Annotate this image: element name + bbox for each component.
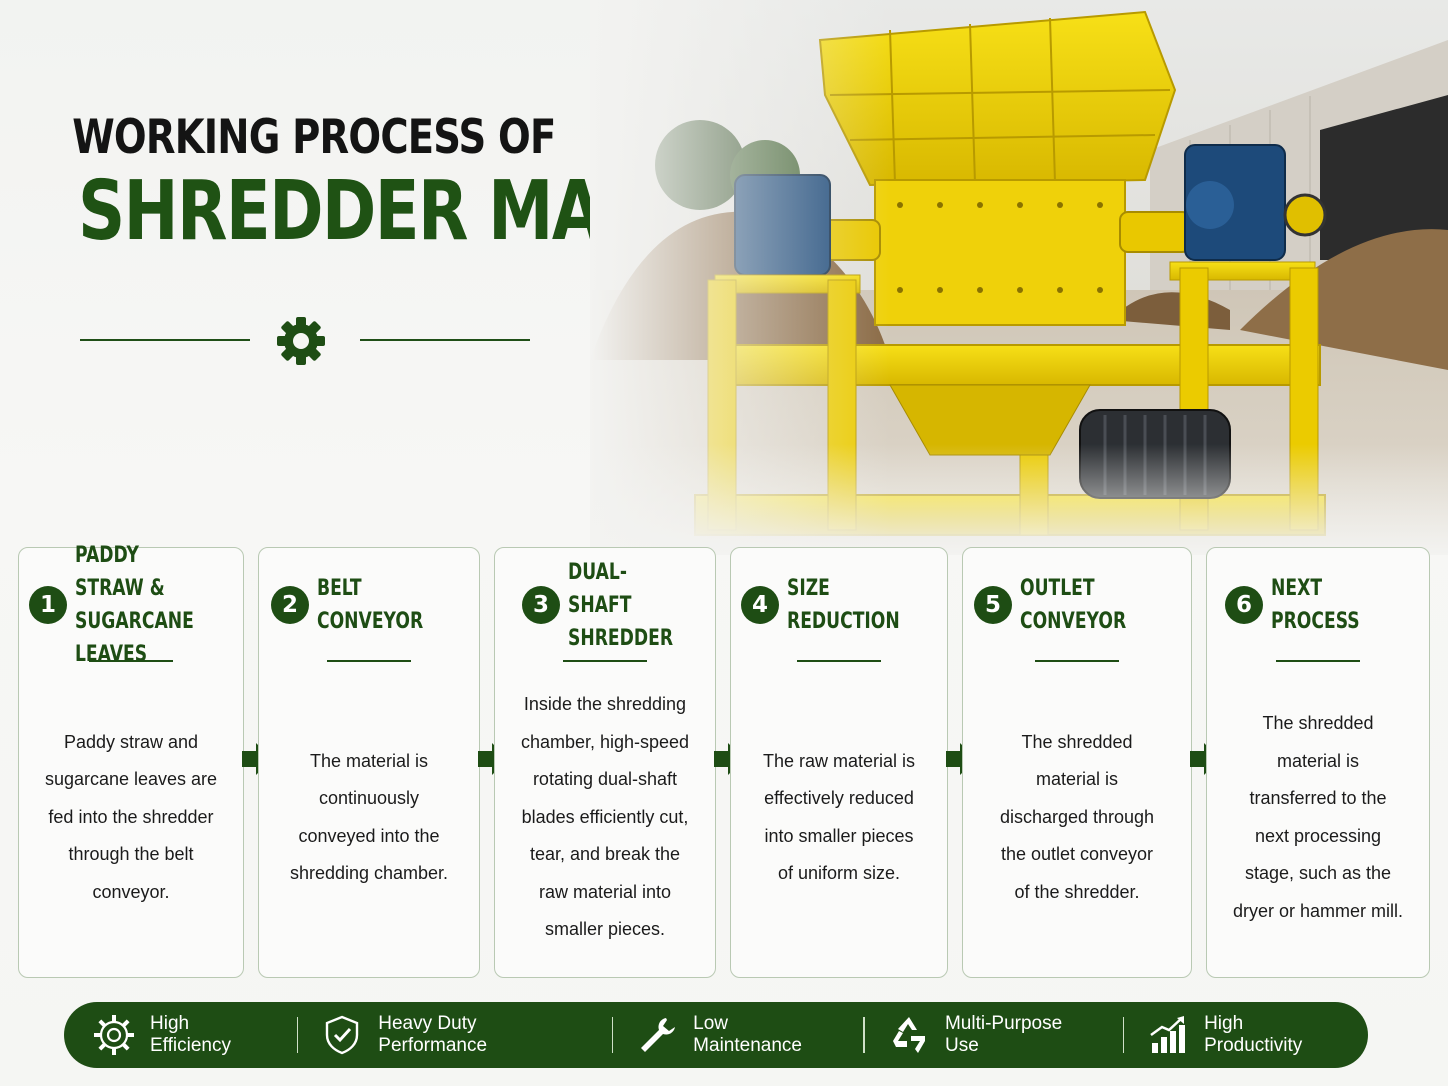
step-number-badge: 3 bbox=[522, 586, 560, 624]
feature-low-maintenance: Low Maintenance bbox=[613, 1002, 863, 1068]
step-number-badge: 1 bbox=[29, 586, 67, 624]
shredder-machine-illustration bbox=[590, 0, 1448, 555]
step-title: BELT CONVEYOR bbox=[317, 576, 424, 634]
feature-multi-purpose-use: Multi-Purpose Use bbox=[865, 1002, 1123, 1068]
step-divider bbox=[1035, 660, 1119, 662]
bar-chart-up-icon bbox=[1150, 1016, 1186, 1053]
feature-label: Multi-Purpose Use bbox=[944, 1013, 1063, 1056]
step-title: DUAL-SHAFT SHREDDER bbox=[568, 559, 674, 651]
title-block: WORKING PROCESS OF SHREDDER MACHINE bbox=[20, 110, 822, 259]
feature-separator bbox=[296, 1017, 299, 1053]
page-title-line1: WORKING PROCESS OF bbox=[72, 110, 556, 165]
step-header: 2 BELT CONVEYOR bbox=[259, 570, 479, 640]
step-description: The material is continuously conveyed in… bbox=[289, 750, 449, 884]
feature-label: Low Maintenance bbox=[693, 1013, 802, 1056]
recycle-icon bbox=[892, 1017, 925, 1053]
feature-high-efficiency: High Efficiency bbox=[64, 1002, 297, 1068]
step-header: 3 DUAL-SHAFT SHREDDER bbox=[495, 560, 715, 651]
step-card-2: 2 BELT CONVEYOR The material is continuo… bbox=[258, 547, 480, 978]
feature-heavy-duty-performance: Heavy Duty Performance bbox=[298, 1002, 611, 1068]
gear-icon bbox=[277, 317, 325, 365]
feature-separator bbox=[1122, 1017, 1125, 1053]
step-header: 1 PADDY STRAW & SUGARCANE LEAVES bbox=[19, 543, 243, 667]
step-divider bbox=[1276, 660, 1360, 662]
step-card-3: 3 DUAL-SHAFT SHREDDER Inside the shreddi… bbox=[494, 547, 716, 978]
step-description: Inside the shredding chamber, high-speed… bbox=[520, 694, 690, 940]
step-description: The shredded material is transferred to … bbox=[1232, 713, 1404, 921]
step-description: Paddy straw and sugarcane leaves are fed… bbox=[44, 731, 218, 902]
shield-check-icon bbox=[326, 1015, 359, 1055]
step-title: SIZE REDUCTION bbox=[787, 576, 900, 634]
step-title: OUTLET CONVEYOR bbox=[1020, 576, 1127, 634]
step-card-5: 5 OUTLET CONVEYOR The shredded material … bbox=[962, 547, 1192, 978]
feature-high-productivity: High Productivity bbox=[1124, 1002, 1368, 1068]
divider-line-left bbox=[80, 339, 250, 341]
step-divider bbox=[563, 660, 647, 662]
feature-separator bbox=[863, 1017, 865, 1053]
step-header: 4 SIZE REDUCTION bbox=[731, 570, 947, 640]
title-divider bbox=[80, 310, 530, 370]
divider-line-right bbox=[360, 339, 530, 341]
step-number-badge: 6 bbox=[1225, 586, 1263, 624]
feature-label: High Productivity bbox=[1204, 1013, 1303, 1056]
feature-bar: High Efficiency Heavy Duty Performance L… bbox=[64, 1002, 1368, 1068]
step-number-badge: 4 bbox=[741, 586, 779, 624]
feature-separator bbox=[611, 1017, 614, 1053]
step-number-badge: 2 bbox=[271, 586, 309, 624]
step-header: 6 NEXT PROCESS bbox=[1207, 570, 1429, 640]
step-number-badge: 5 bbox=[974, 586, 1012, 624]
step-description: The raw material is effectively reduced … bbox=[762, 750, 916, 884]
step-card-6: 6 NEXT PROCESS The shredded material is … bbox=[1206, 547, 1430, 978]
step-description: The shredded material is discharged thro… bbox=[999, 731, 1155, 902]
step-title: NEXT PROCESS bbox=[1271, 576, 1360, 634]
step-title: PADDY STRAW & SUGARCANE LEAVES bbox=[75, 543, 194, 667]
step-header: 5 OUTLET CONVEYOR bbox=[963, 570, 1191, 640]
step-card-4: 4 SIZE REDUCTION The raw material is eff… bbox=[730, 547, 948, 978]
page-title-line2: SHREDDER MACHINE bbox=[78, 164, 822, 259]
feature-label: High Efficiency bbox=[150, 1013, 231, 1056]
gear-icon bbox=[94, 1015, 134, 1055]
step-divider bbox=[797, 660, 881, 662]
feature-label: Heavy Duty Performance bbox=[378, 1013, 488, 1056]
wrench-icon bbox=[641, 1018, 676, 1052]
step-divider bbox=[327, 660, 411, 662]
step-card-1: 1 PADDY STRAW & SUGARCANE LEAVES Paddy s… bbox=[18, 543, 244, 978]
step-divider bbox=[89, 660, 173, 662]
